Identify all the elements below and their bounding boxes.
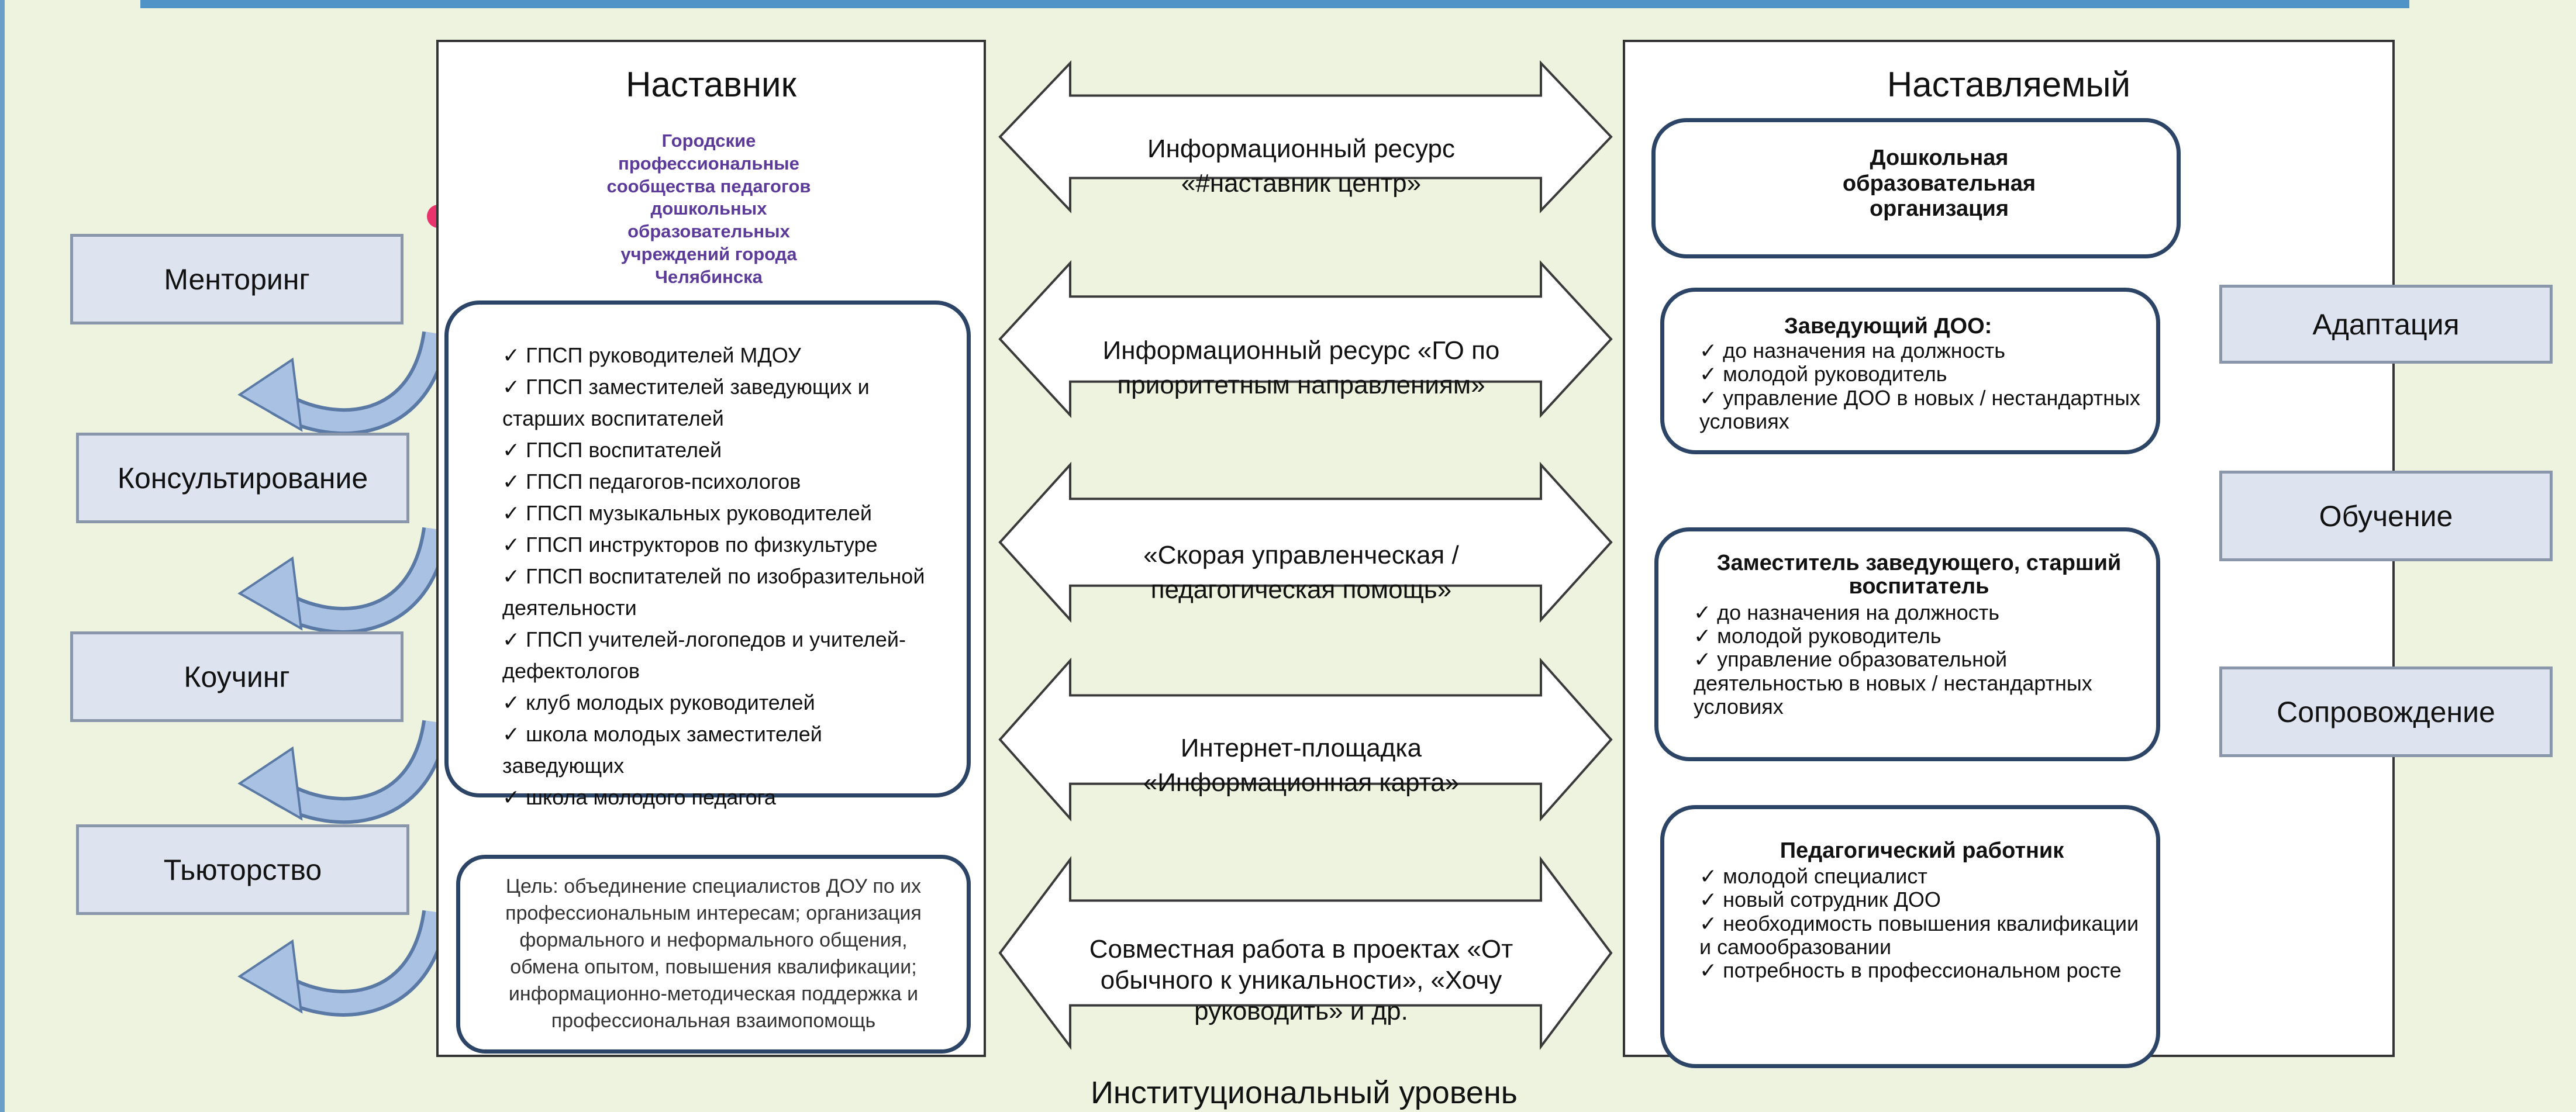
double-arrow xyxy=(998,657,1613,822)
channel-label-5: Совместная работа в проектах «От обычног… xyxy=(1089,935,1513,1025)
goal-box: Цель: объединение специалистов ДОУ по их… xyxy=(456,855,971,1054)
form-box-adaptation: Адаптация xyxy=(2219,285,2553,364)
teacher-criteria-list: молодой специалистновый сотрудник ДООнео… xyxy=(1699,864,2144,983)
list-item: до назначения на должность xyxy=(1694,600,2144,624)
list-item: ГПСП воспитателей xyxy=(502,434,937,466)
list-item: ГПСП педагогов-психологов xyxy=(502,466,937,498)
form-box-consulting: Консультирование xyxy=(76,433,409,523)
head-title: Заведующий ДОО: xyxy=(1784,314,1992,339)
list-item: управление ДОО в новых / нестандартных у… xyxy=(1699,386,2156,434)
left-border xyxy=(0,0,5,1112)
footer-title: Институциональный уровень xyxy=(1091,1075,1518,1110)
double-arrow xyxy=(998,60,1613,213)
org-box: Дошкольная образовательная организация xyxy=(1651,118,2181,258)
curved-arrow-head xyxy=(237,939,303,1014)
list-item: новый сотрудник ДОО xyxy=(1699,887,2144,911)
curved-arrow-head xyxy=(237,556,303,631)
list-item: ГПСП учителей-логопедов и учителей-дефек… xyxy=(502,624,937,687)
double-arrows-group xyxy=(998,60,1613,1050)
list-item: ГПСП инструкторов по физкультуре xyxy=(502,529,937,561)
curved-arrow-head xyxy=(237,357,303,432)
list-item: ГПСП заместителей заведующих и старших в… xyxy=(502,371,937,434)
list-item: школа молодых заместителей заведующих xyxy=(502,719,937,782)
double-arrow xyxy=(998,260,1613,419)
list-item: управление образовательной деятельностью… xyxy=(1694,648,2144,719)
deputy-title: Заместитель заведующего, старший воспита… xyxy=(1716,551,2122,599)
head-criteria-list: до назначения на должностьмолодой руково… xyxy=(1699,339,2156,433)
list-item: потребность в профессиональном росте xyxy=(1699,958,2144,982)
form-box-coaching: Коучинг xyxy=(70,631,404,722)
form-box-mentoring: Менторинг xyxy=(70,234,404,324)
mentor-title: Наставник xyxy=(626,65,796,104)
list-item: молодой руководитель xyxy=(1699,362,2156,386)
channel-label-4: Интернет-площадка «Информационная карта» xyxy=(1143,734,1460,797)
list-item: ГПСП руководителей МДОУ xyxy=(502,340,937,371)
mentor-groups-list: ГПСП руководителей МДОУГПСП заместителей… xyxy=(502,340,937,813)
top-border xyxy=(140,0,2409,8)
list-item: молодой специалист xyxy=(1699,864,2144,888)
channel-label-3: «Скорая управленческая / педагогическая … xyxy=(1143,541,1459,605)
form-box-learning: Обучение xyxy=(2219,471,2553,561)
logo-caption: Городские профессиональные сообщества пе… xyxy=(606,130,811,287)
list-item: ГПСП музыкальных руководителей xyxy=(502,498,937,529)
channel-label-2: Информационный ресурс «ГО по приоритетны… xyxy=(1102,336,1500,400)
list-item: молодой руководитель xyxy=(1694,624,2144,648)
list-item: ГПСП воспитателей по изобразительной дея… xyxy=(502,561,937,624)
mentee-title: Наставляемый xyxy=(1887,65,2131,104)
form-box-tutoring: Тьюторство xyxy=(76,824,409,915)
channel-label-1: Информационный ресурс «#наставник центр» xyxy=(1147,134,1455,198)
teacher-title: Педагогический работник xyxy=(1780,838,2064,863)
list-item: до назначения на должность xyxy=(1699,339,2156,362)
list-item: клуб молодых руководителей xyxy=(502,687,937,719)
mentor-groups-box: ГПСП руководителей МДОУГПСП заместителей… xyxy=(444,301,971,809)
org-label: Дошкольная образовательная организация xyxy=(1842,146,2036,222)
list-item: необходимость повышения квалификации и с… xyxy=(1699,911,2144,959)
goal-text: Цель: объединение специалистов ДОУ по их… xyxy=(505,875,922,1032)
double-arrow xyxy=(998,856,1613,1050)
list-item: школа молодого педагога xyxy=(502,782,937,813)
head-box: Заведующий ДОО: до назначения на должнос… xyxy=(1660,288,2160,454)
double-arrow xyxy=(998,461,1613,623)
teacher-box: Педагогический работник молодой специали… xyxy=(1660,805,2160,1068)
mentee-panel: Наставляемый Дошкольная образовательная … xyxy=(1623,40,2395,1068)
deputy-criteria-list: до назначения на должностьмолодой руково… xyxy=(1694,600,2144,719)
form-box-support: Сопровождение xyxy=(2219,666,2553,757)
mentor-panel: Наставник Городские профессиональные соо… xyxy=(436,40,986,1057)
deputy-box: Заместитель заведующего, старший воспита… xyxy=(1654,527,2160,761)
curved-arrow-head xyxy=(237,746,303,821)
